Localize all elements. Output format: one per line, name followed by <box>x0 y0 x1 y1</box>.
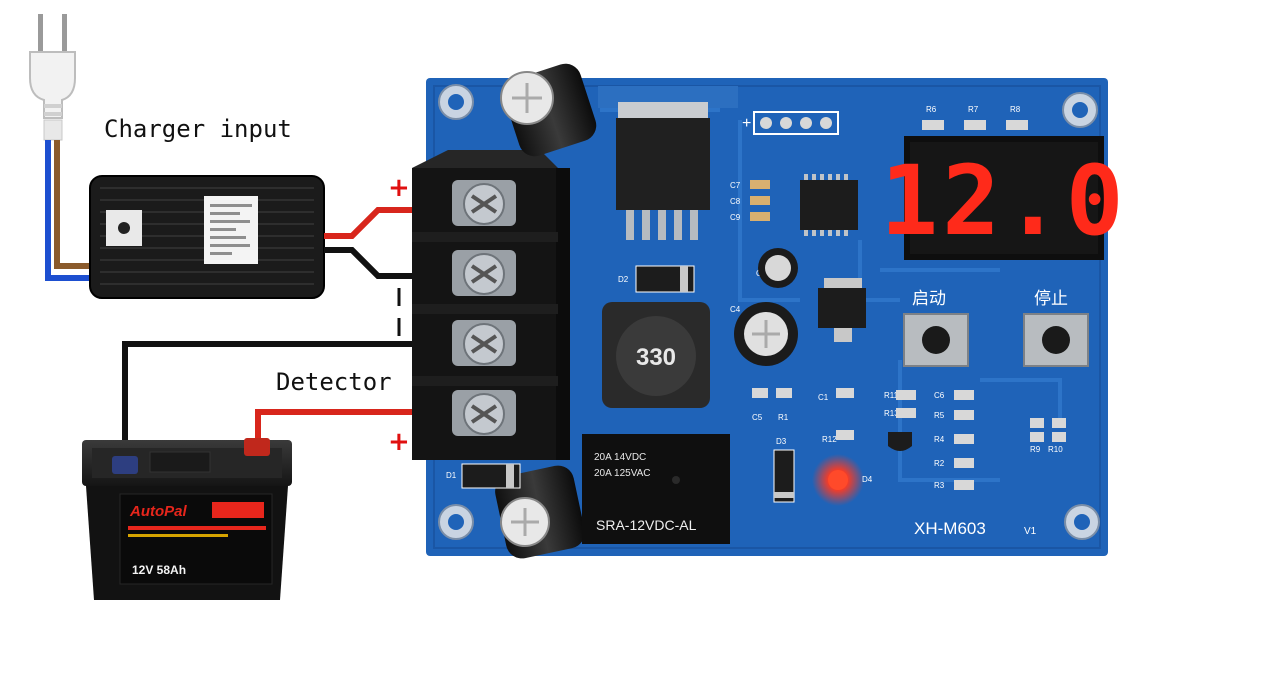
label-r3: R3 <box>934 481 945 490</box>
relay-model: SRA-12VDC-AL <box>596 517 697 533</box>
car-battery: AutoPal 12V 58Ah <box>82 438 292 600</box>
seven-segment-display: 12.0 <box>880 136 1127 260</box>
label-r10: R10 <box>1048 445 1063 454</box>
mains-plug-icon <box>29 14 76 141</box>
capacitor-bottom <box>495 465 585 559</box>
capacitor-top <box>500 63 597 157</box>
stop-button[interactable] <box>1023 313 1089 367</box>
label-c6: C6 <box>934 391 945 400</box>
label-r13: R13 <box>884 409 899 418</box>
label-c8: C8 <box>730 197 741 206</box>
board-version: V1 <box>1024 526 1037 537</box>
plus-sign-charger: + <box>388 173 410 203</box>
charger-input-label: Charger input <box>104 115 292 143</box>
label-c1: C1 <box>818 393 829 402</box>
label-r9: R9 <box>1030 445 1041 454</box>
board-model: XH-M603 <box>914 519 986 538</box>
inductor-label: 330 <box>636 344 676 371</box>
voltage-regulator-ic <box>598 86 738 240</box>
label-r11: R11 <box>884 391 899 400</box>
transistor <box>888 432 912 451</box>
label-r2: R2 <box>934 459 945 468</box>
label-d1: D1 <box>446 471 457 480</box>
battery-spec: 12V 58Ah <box>132 563 186 577</box>
label-r4: R4 <box>934 435 945 444</box>
relay-rating-1: 20A 14VDC <box>594 452 646 463</box>
relay-rating-2: 20A 125VAC <box>594 468 651 479</box>
label-r6: R6 <box>926 105 937 114</box>
relay-module: 20A 14VDC 20A 125VAC SRA-12VDC-AL <box>582 434 730 544</box>
detector-label: Detector <box>276 368 392 396</box>
label-d3: D3 <box>776 437 787 446</box>
label-r8: R8 <box>1010 105 1021 114</box>
label-c5: C5 <box>752 413 763 422</box>
microcontroller-chip <box>800 174 858 236</box>
start-button-label: 启动 <box>912 289 946 309</box>
mains-cord <box>45 140 100 281</box>
label-r5: R5 <box>934 411 945 420</box>
screw-terminal-block <box>412 150 570 460</box>
charger-adapter <box>89 175 325 299</box>
start-button[interactable] <box>903 313 969 367</box>
label-c4: C4 <box>730 305 741 314</box>
label-d2: D2 <box>618 275 629 284</box>
terminal-screw-3[interactable] <box>452 320 516 366</box>
terminal-screw-4[interactable] <box>452 390 516 436</box>
label-r7: R7 <box>968 105 979 114</box>
mounting-holes <box>438 84 1100 540</box>
battery-brand: AutoPal <box>129 503 188 520</box>
label-c7: C7 <box>730 181 741 190</box>
label-c9: C9 <box>730 213 741 222</box>
diode-d2 <box>635 265 695 293</box>
label-r1: R1 <box>778 413 789 422</box>
xh-m603-board: + 12.0 R6 R7 R8 C7 <box>412 63 1127 559</box>
terminal-screw-1[interactable] <box>452 180 516 226</box>
inductor-330: 330 <box>602 302 710 408</box>
mosfet <box>818 278 866 342</box>
status-led <box>812 454 864 506</box>
capacitor-c2 <box>758 248 798 288</box>
capacitor-c4 <box>734 302 798 366</box>
label-r12: R12 <box>822 435 837 444</box>
display-value: 12.0 <box>880 145 1127 257</box>
battery-wires <box>122 341 460 450</box>
diode-d1 <box>461 463 521 489</box>
header-pins: + <box>742 111 839 135</box>
label-d4: D4 <box>862 475 873 484</box>
stop-button-label: 停止 <box>1034 289 1068 309</box>
terminal-screw-2[interactable] <box>452 250 516 296</box>
diode-d3 <box>773 449 795 503</box>
svg-text:+: + <box>742 115 751 132</box>
plus-sign-battery: + <box>388 427 410 457</box>
